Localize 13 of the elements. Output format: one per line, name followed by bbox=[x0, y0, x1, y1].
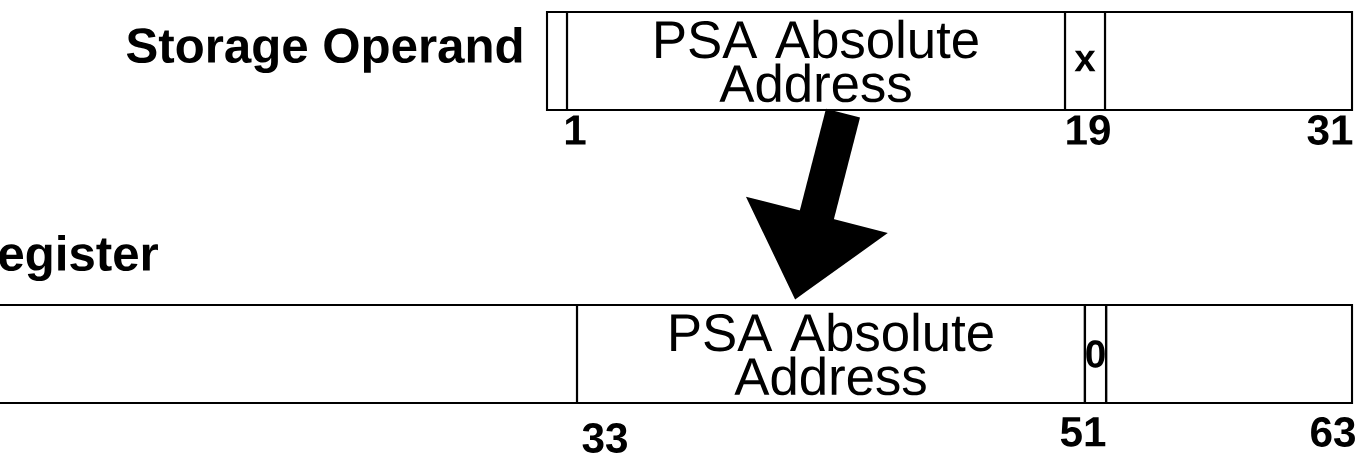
empty-field bbox=[0, 303, 579, 405]
bit-field: 0 bbox=[1083, 303, 1108, 405]
bit-field: x bbox=[1063, 10, 1107, 112]
empty-field bbox=[1104, 303, 1354, 405]
register-title: Storage Operand bbox=[126, 27, 522, 74]
address-field: PSA Absolute Address bbox=[565, 10, 1067, 112]
bit-number: 51 bbox=[1060, 417, 1106, 447]
bit-number: 33 bbox=[582, 423, 627, 453]
bit-number: 19 bbox=[1067, 115, 1110, 145]
empty-field bbox=[545, 10, 569, 112]
address-field: PSA Absolute Address bbox=[575, 303, 1087, 405]
bit-number: 1 bbox=[565, 115, 586, 145]
empty-field bbox=[1103, 10, 1354, 112]
